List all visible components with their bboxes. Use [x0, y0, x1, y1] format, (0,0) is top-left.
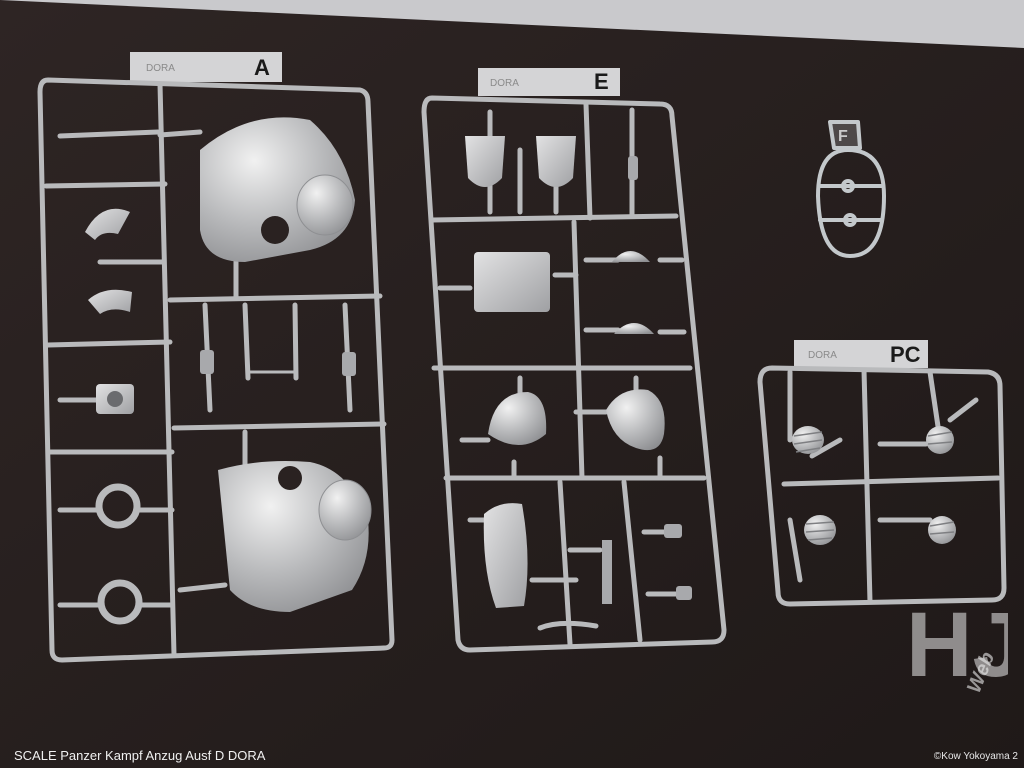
- sprue-e-letter: E: [594, 69, 609, 94]
- sprue-a-parts: [85, 117, 372, 625]
- sprue-a-brand: DORA: [146, 63, 175, 74]
- sprue-pc-brand: DORA: [808, 350, 837, 361]
- sprue-a-letter: A: [254, 55, 270, 80]
- sprue-pc-letter: PC: [890, 342, 921, 367]
- product-caption: SCALE Panzer Kampf Anzug Ausf D DORA: [14, 748, 266, 763]
- sprue-a: DORA A: [37, 52, 395, 663]
- sprue-pc-parts: [792, 426, 956, 545]
- sprue-e-brand: DORA: [490, 78, 519, 89]
- sprue-e: DORA E: [421, 68, 727, 653]
- logo-letters: HJ: [906, 594, 1008, 696]
- sprue-e-parts: [465, 136, 692, 608]
- sprue-f: F: [816, 120, 886, 258]
- hobbyjapan-web-logo: HJ Web: [906, 594, 1008, 696]
- copyright-notice: ©Kow Yokoyama 2: [933, 751, 1018, 762]
- sprue-f-letter: F: [838, 128, 848, 145]
